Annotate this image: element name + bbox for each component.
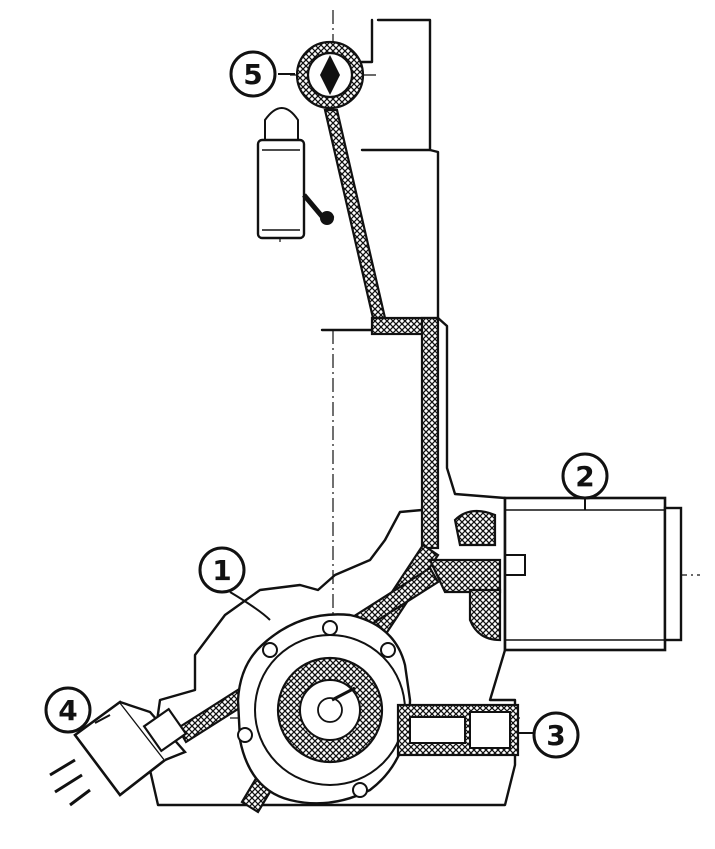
pressure-relief-valve <box>396 703 520 757</box>
oil-pump <box>236 613 413 805</box>
callout-5: 5 <box>229 50 277 98</box>
callout-1: 1 <box>198 546 246 594</box>
callout-5-label: 5 <box>243 58 262 91</box>
oil-indicator-bulb <box>256 107 335 240</box>
oil-filter <box>503 496 683 652</box>
pressure-switch-fitting <box>295 40 365 110</box>
callout-3: 3 <box>532 711 580 759</box>
callout-1-label: 1 <box>212 554 231 587</box>
callout-2-label: 2 <box>575 460 594 493</box>
callout-2: 2 <box>561 452 609 500</box>
callout-4: 4 <box>44 686 92 734</box>
leader-lines <box>94 73 586 734</box>
oil-pressure-sender <box>49 700 188 807</box>
callout-3-label: 3 <box>546 719 565 752</box>
callout-4-label: 4 <box>58 694 77 727</box>
